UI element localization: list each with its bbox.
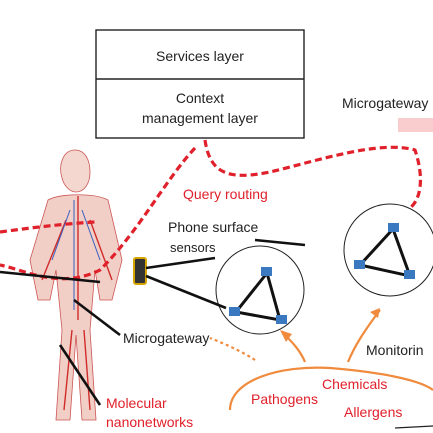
sensor-cluster-right <box>354 223 415 279</box>
query-route-left <box>0 146 197 281</box>
phone-surface-label-line2: sensors <box>170 240 216 255</box>
baseline-mark <box>394 425 433 429</box>
microgateway-device-top <box>398 118 433 132</box>
query-routing-label: Query routing <box>183 186 268 202</box>
connector-lines <box>0 238 306 406</box>
arrow-head-right <box>370 308 380 318</box>
context-layer-label-line1: Context <box>176 90 224 106</box>
molecular-label-line1: Molecular <box>106 395 167 411</box>
sensor-cluster-mid <box>229 267 287 324</box>
molecular-label-line2: nanonetworks <box>106 414 193 430</box>
sensor-cluster-right-ring <box>343 203 433 297</box>
services-layer-label: Services layer <box>156 48 244 64</box>
microgateway-top-label: Microgateway <box>342 95 428 111</box>
monitoring-label: Monitorin <box>366 342 424 358</box>
monitoring-arrows <box>209 309 433 411</box>
phone-icon <box>133 257 147 285</box>
pathogens-label: Pathogens <box>251 391 318 407</box>
microgateway-mid-label: Microgateway <box>123 330 209 346</box>
query-route-top <box>203 139 422 210</box>
layer-stack-box <box>95 29 305 139</box>
sensor-cluster-mid-ring <box>215 245 305 335</box>
context-layer-label-line2: management layer <box>142 110 258 126</box>
chemicals-label: Chemicals <box>322 376 387 392</box>
human-body-figure <box>29 149 123 421</box>
allergens-label: Allergens <box>344 404 402 420</box>
query-route-body <box>0 220 96 234</box>
arrow-head-mid <box>280 330 292 342</box>
phone-surface-label-line1: Phone surface <box>168 219 258 235</box>
